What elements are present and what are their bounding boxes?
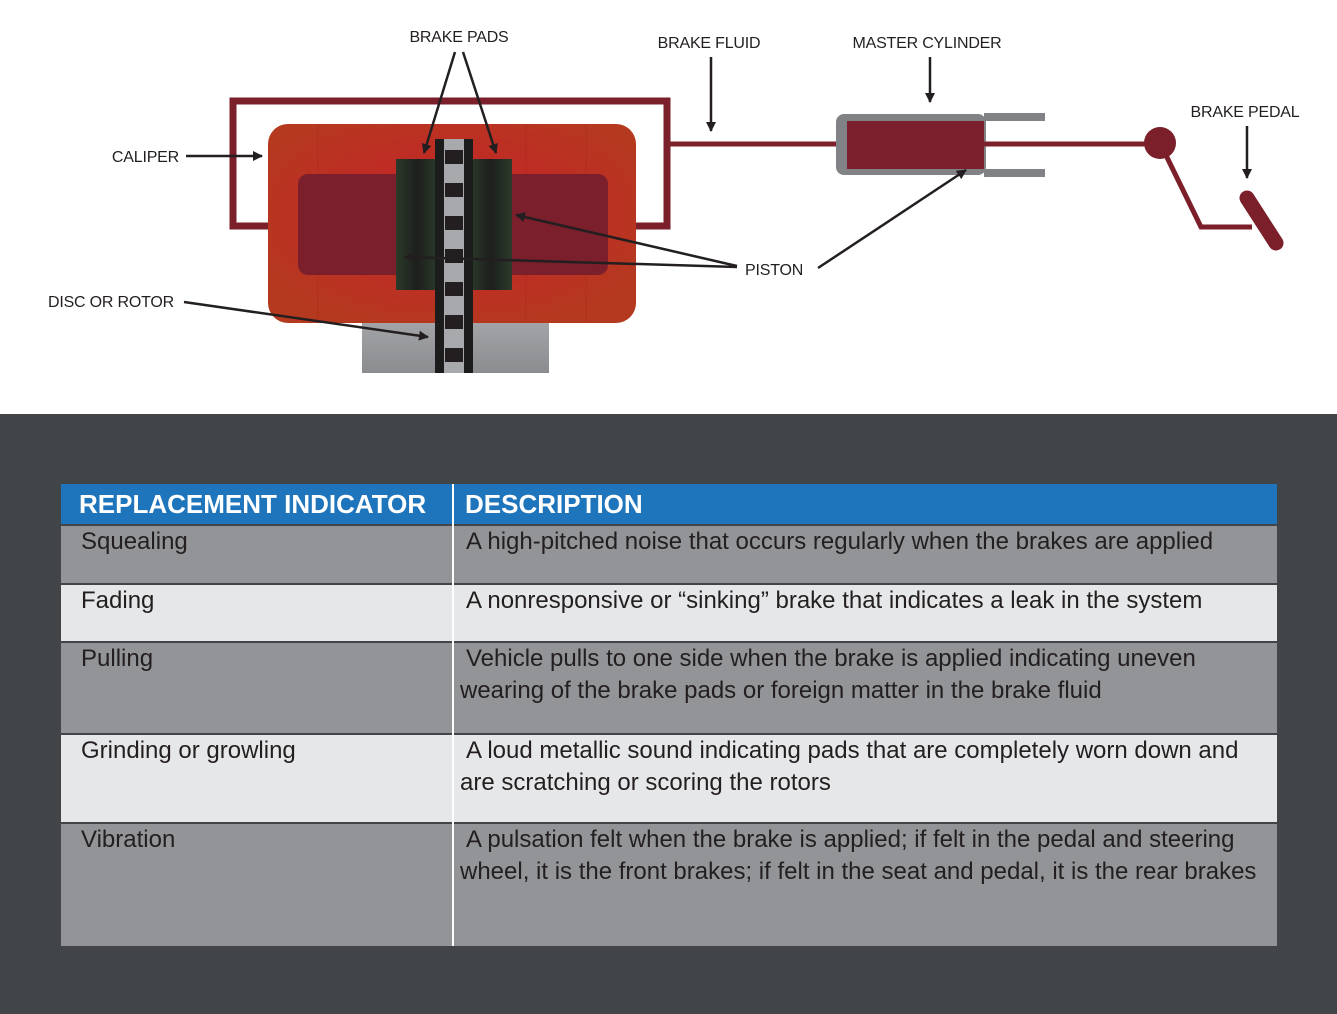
table-row: Squealing A high-pitched noise that occu… <box>61 524 1277 584</box>
label-brake-pedal: BRAKE PEDAL <box>1191 104 1300 121</box>
arrow-brake-pads-left <box>421 51 457 154</box>
indicator-cell: Fading <box>61 583 454 642</box>
indicator-text: Grinding or growling <box>81 737 296 764</box>
label-piston: PISTON <box>745 262 803 279</box>
description-cell: A loud metallic sound indicating pads th… <box>453 733 1277 823</box>
master-cylinder <box>836 113 1045 177</box>
indicator-text: Pulling <box>81 645 154 672</box>
table-row: Fading A nonresponsive or “sinking” brak… <box>61 583 1277 642</box>
description-cell: Vehicle pulls to one side when the brake… <box>453 641 1277 734</box>
description-text: Vehicle pulls to one side when the brake… <box>460 645 1196 704</box>
label-brake-pads: BRAKE PADS <box>409 29 508 46</box>
description-cell: A pulsation felt when the brake is appli… <box>453 822 1277 946</box>
brake-system-diagram: BRAKE PADS BRAKE FLUID MASTER CYLINDER B… <box>0 0 1337 414</box>
indicator-cell: Squealing <box>61 524 454 584</box>
indicator-cell: Grinding or growling <box>61 733 454 823</box>
table-row: Grinding or growling A loud metallic sou… <box>61 733 1277 823</box>
header-replacement-indicator: REPLACEMENT INDICATOR <box>61 484 454 525</box>
table-row: Vibration A pulsation felt when the brak… <box>61 822 1277 946</box>
indicator-cell: Vibration <box>61 822 454 946</box>
header-description: DESCRIPTION <box>453 484 1277 525</box>
brake-pedal <box>984 127 1284 251</box>
brake-diagram-svg: BRAKE PADS BRAKE FLUID MASTER CYLINDER B… <box>48 29 1300 373</box>
brake-pad-right <box>470 159 512 290</box>
description-text: A pulsation felt when the brake is appli… <box>460 826 1257 885</box>
label-master-cylinder: MASTER CYLINDER <box>852 35 1001 52</box>
table-header-row: REPLACEMENT INDICATOR DESCRIPTION <box>61 484 1277 525</box>
arrow-piston-cylinder <box>817 168 967 270</box>
label-disc-or-rotor: DISC OR ROTOR <box>48 294 174 311</box>
description-text: A nonresponsive or “sinking” brake that … <box>466 587 1203 614</box>
arrow-disc-rotor <box>183 300 429 341</box>
description-text: A loud metallic sound indicating pads th… <box>460 737 1239 796</box>
callout-arrows <box>183 51 1252 341</box>
arrow-piston-right <box>515 212 738 268</box>
arrow-piston-left <box>404 252 738 269</box>
description-text: A high-pitched noise that occurs regular… <box>466 528 1214 555</box>
indicator-text: Fading <box>81 587 155 614</box>
brake-pad-left <box>396 159 438 290</box>
replacement-indicator-table: REPLACEMENT INDICATOR DESCRIPTION Squeal… <box>61 484 1277 946</box>
indicator-text: Squealing <box>81 528 188 555</box>
description-cell: A high-pitched noise that occurs regular… <box>453 524 1277 584</box>
indicator-panel: REPLACEMENT INDICATOR DESCRIPTION Squeal… <box>0 414 1337 1014</box>
label-caliper: CALIPER <box>112 149 179 166</box>
indicator-text: Vibration <box>81 826 176 853</box>
table-row: Pulling Vehicle pulls to one side when t… <box>61 641 1277 734</box>
description-cell: A nonresponsive or “sinking” brake that … <box>453 583 1277 642</box>
indicator-cell: Pulling <box>61 641 454 734</box>
arrow-brake-pads-right <box>461 51 498 154</box>
label-brake-fluid: BRAKE FLUID <box>658 35 761 52</box>
rotor-disc <box>435 139 473 373</box>
